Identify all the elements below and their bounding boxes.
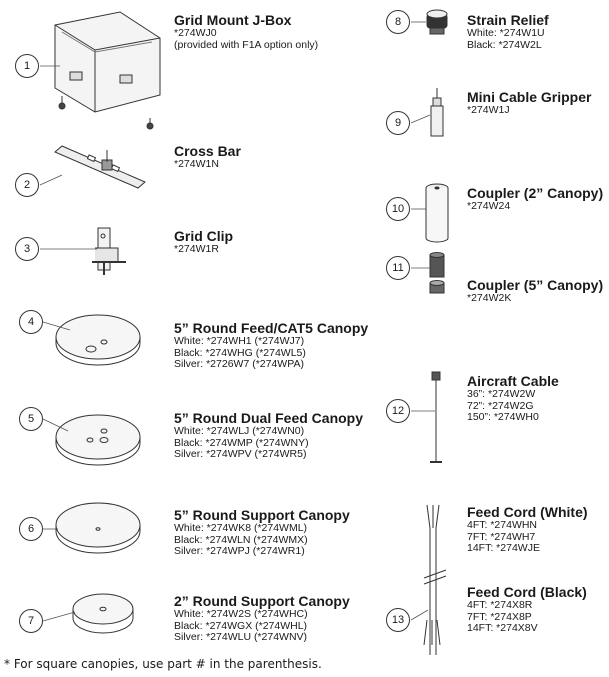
part-sku: 72”: *274W2G [467,399,534,412]
strain-relief-icon [426,9,448,35]
part-10-label: Coupler (2” Canopy) *274W24 [467,185,603,213]
part-sku: *274W1R [174,243,219,255]
part-sku: 14FT: *274WJE [467,542,540,554]
part-8-label: Strain Relief White: *274W1U Black: *274… [467,12,549,51]
coupler-5in-icon [429,252,445,294]
part-9-label: Mini Cable Gripper *274W1J [467,89,591,117]
callout-3: 3 [15,237,39,261]
cross-bar-icon [54,145,146,189]
part-11-label: Coupler (5” Canopy) *274W2K [467,277,603,305]
part-sku: Silver: *274WPJ (*274WR1) [174,545,305,557]
part-title: 5” Round Feed/CAT5 Canopy [174,320,369,336]
part-6-label: 5” Round Support Canopy White: *274WK8 (… [174,507,350,558]
part-sku: Black: *274WHG (*274WL5) [174,346,306,359]
grid-clip-icon [92,227,126,275]
part-title: Coupler (2” Canopy) [467,185,604,201]
part-3-label: Grid Clip *274W1R [174,228,233,256]
part-title: Strain Relief [467,12,549,28]
part-sku: Black: *274WLN (*274WMX) [174,533,308,546]
part-title: 5” Round Support Canopy [174,507,350,523]
part-sku: (provided with F1A option only) [174,38,319,51]
part-1-label: Grid Mount J-Box *274WJ0 (provided with … [174,12,318,51]
part-sku: White: *274W2S (*274WHC) [174,608,308,620]
part-sku: Black: *274WMP (*274WNY) [174,436,309,449]
part-sku: *274W1J [467,104,510,116]
leader-lines [39,21,435,622]
canopy-feed-icon [55,314,141,366]
part-title: 2” Round Support Canopy [174,593,350,609]
canopy-support-icon [55,502,141,554]
coupler-2in-icon [425,183,449,243]
part-sku: *274WJ0 [174,27,217,39]
part-13-black-label: Feed Cord (Black) 4FT: *274X8R 7FT: *274… [467,584,587,635]
footnote: * For square canopies, use part # in the… [4,657,322,671]
part-title: Coupler (5” Canopy) [467,277,604,293]
part-sku: Silver: *274WLU (*274WNV) [174,631,308,643]
part-title: Grid Clip [174,228,234,244]
callout-9: 9 [386,111,410,135]
canopy-dual-feed-icon [55,414,141,466]
callout-6: 6 [19,517,43,541]
callout-5: 5 [19,407,43,431]
canopy-2in-icon [72,593,134,634]
feed-cord-icon [423,504,447,655]
callout-8: 8 [386,10,410,34]
part-title: 5” Round Dual Feed Canopy [174,410,364,426]
part-2-label: Cross Bar *274W1N [174,143,241,171]
cable-gripper-icon [430,88,444,137]
part-sku: Black: *274WGX (*274WHL) [174,619,308,632]
part-5-label: 5” Round Dual Feed Canopy White: *274WLJ… [174,410,363,461]
callout-2: 2 [15,173,39,197]
part-13-white-label: Feed Cord (White) 4FT: *274WHN 7FT: *274… [467,504,588,555]
part-sku: White: *274WLJ (*274WN0) [174,425,305,437]
part-title: Grid Mount J-Box [174,12,292,28]
part-sku: 4FT: *274X8R [467,599,533,611]
callout-12: 12 [386,399,410,423]
part-sku: White: *274WK8 (*274WML) [174,522,308,534]
part-sku: 7FT: *274X8P [467,610,532,623]
callout-4: 4 [19,310,43,334]
part-sku: Silver: *274WPV (*274WR5) [174,448,307,460]
part-sku: 150”: *274WH0 [467,411,539,423]
part-sku: 4FT: *274WHN [467,519,538,531]
callout-11: 11 [386,256,410,280]
part-title: Feed Cord (White) [467,504,588,520]
part-sku: 14FT: *274X8V [467,622,538,634]
part-title: Aircraft Cable [467,373,559,389]
part-sku: Silver: *2726W7 (*274WPA) [174,358,304,370]
part-sku: 7FT: *274WH7 [467,530,536,543]
part-title: Cross Bar [174,143,241,159]
part-7-label: 2” Round Support Canopy White: *274W2S (… [174,593,350,644]
part-sku: *274W1N [174,158,219,170]
part-sku: *274W2K [467,292,512,304]
callout-10: 10 [386,197,410,221]
part-title: Feed Cord (Black) [467,584,587,600]
part-sku: Black: *274W2L [467,38,542,51]
callout-13: 13 [386,608,410,632]
part-title: Mini Cable Gripper [467,89,592,105]
part-sku: White: *274WH1 (*274WJ7) [174,335,305,347]
jbox-icon [54,11,161,130]
part-sku: *274W24 [467,200,511,212]
part-sku: 36”: *274W2W [467,388,536,400]
part-4-label: 5” Round Feed/CAT5 Canopy White: *274WH1… [174,320,368,371]
aircraft-cable-icon [430,371,442,463]
part-sku: White: *274W1U [467,27,545,39]
callout-7: 7 [19,609,43,633]
callout-1: 1 [15,54,39,78]
part-12-label: Aircraft Cable 36”: *274W2W 72”: *274W2G… [467,373,559,424]
